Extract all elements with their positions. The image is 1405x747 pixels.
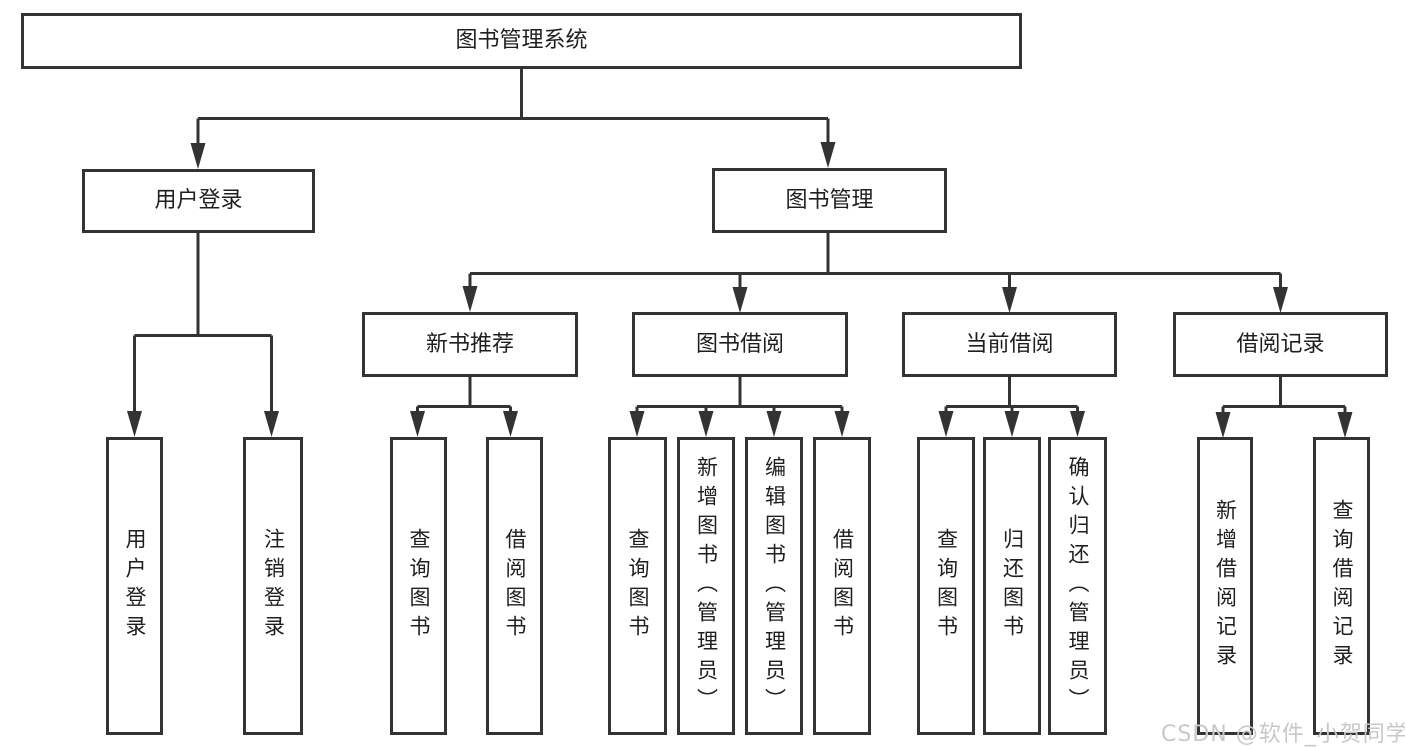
arrow-icon [938, 411, 954, 437]
edge-borrow-children [635, 377, 844, 416]
arrow-icon [1004, 411, 1020, 437]
node-new-book-recommend: 新书推荐 [362, 312, 578, 377]
leaf-confirm-return-admin: 确认归还（管理员） [1048, 437, 1107, 735]
leaf-borrow-query-book-label: 查询图书 [626, 528, 650, 644]
leaf-add-book-admin: 新增图书（管理员） [677, 437, 735, 735]
arrow-icon [264, 411, 279, 437]
node-borrow-records: 借阅记录 [1173, 312, 1388, 377]
node-borrow-records-label: 借阅记录 [1236, 331, 1325, 357]
arrow-icon [629, 411, 645, 437]
arrow-icon [1215, 412, 1231, 438]
leaf-add-borrow-record: 新增借阅记录 [1197, 437, 1253, 735]
edge-current-children [944, 377, 1079, 416]
arrow-icon [1070, 411, 1085, 437]
node-root: 图书管理系统 [21, 13, 1022, 69]
leaf-logout-label: 注销登录 [261, 528, 286, 644]
leaf-query-borrow-record: 查询借阅记录 [1313, 437, 1370, 735]
node-user-login: 用户登录 [82, 169, 315, 233]
leaf-confirm-return-admin-label: 确认归还（管理员） [1066, 455, 1090, 717]
leaf-add-borrow-record-label: 新增借阅记录 [1213, 499, 1238, 673]
leaf-current-query-book: 查询图书 [917, 437, 975, 735]
edge-login-children [133, 233, 273, 416]
leaf-recommend-borrow-book-label: 借阅图书 [503, 528, 527, 644]
leaf-edit-book-admin-label: 编辑图书（管理员） [762, 455, 787, 717]
node-current-borrow-label: 当前借阅 [965, 331, 1054, 357]
arrow-icon [834, 411, 850, 437]
edge-mgmt-level3 [468, 233, 1282, 291]
node-current-borrow: 当前借阅 [902, 312, 1117, 377]
node-book-borrow: 图书借阅 [632, 312, 848, 377]
leaf-user-login: 用户登录 [106, 437, 163, 735]
arrow-icon [503, 411, 518, 437]
leaf-query-borrow-record-label: 查询借阅记录 [1330, 499, 1354, 673]
leaf-user-login-label: 用户登录 [123, 528, 147, 644]
arrow-icon [410, 411, 425, 437]
node-book-borrow-label: 图书借阅 [695, 331, 784, 357]
csdn-watermark: CSDN @软件_小贺同学 [1161, 722, 1405, 747]
arrow-icon [698, 411, 714, 437]
arrow-icon [1337, 412, 1353, 438]
node-book-management: 图书管理 [712, 168, 947, 233]
leaf-return-book: 归还图书 [983, 437, 1041, 735]
leaf-return-book-label: 归还图书 [1000, 528, 1025, 644]
leaf-recommend-query-book: 查询图书 [390, 437, 447, 735]
leaf-logout: 注销登录 [243, 437, 303, 735]
arrow-icon [820, 142, 836, 168]
arrow-icon [190, 143, 206, 169]
leaf-edit-book-admin: 编辑图书（管理员） [745, 437, 803, 735]
arrow-icon [766, 411, 782, 437]
arrow-icon [1273, 287, 1288, 313]
node-user-login-label: 用户登录 [154, 188, 243, 213]
arrow-icon [462, 286, 478, 312]
leaf-current-query-book-label: 查询图书 [934, 528, 959, 644]
leaf-recommend-borrow-book: 借阅图书 [486, 437, 543, 735]
leaf-borrow-book: 借阅图书 [813, 437, 871, 735]
node-book-management-label: 图书管理 [785, 187, 874, 213]
edge-records-children [1221, 377, 1347, 416]
leaf-borrow-book-label: 借阅图书 [830, 528, 855, 644]
leaf-recommend-query-book-label: 查询图书 [407, 528, 431, 644]
leaf-borrow-query-book: 查询图书 [608, 437, 667, 735]
node-root-label: 图书管理系统 [455, 28, 588, 53]
edge-root-level2 [196, 68, 830, 148]
node-new-book-recommend-label: 新书推荐 [425, 331, 514, 357]
edge-recommend-children [416, 377, 512, 416]
arrow-icon [1002, 287, 1017, 313]
arrow-icon [127, 411, 142, 437]
arrow-icon [732, 287, 748, 313]
leaf-add-book-admin-label: 新增图书（管理员） [694, 455, 719, 717]
